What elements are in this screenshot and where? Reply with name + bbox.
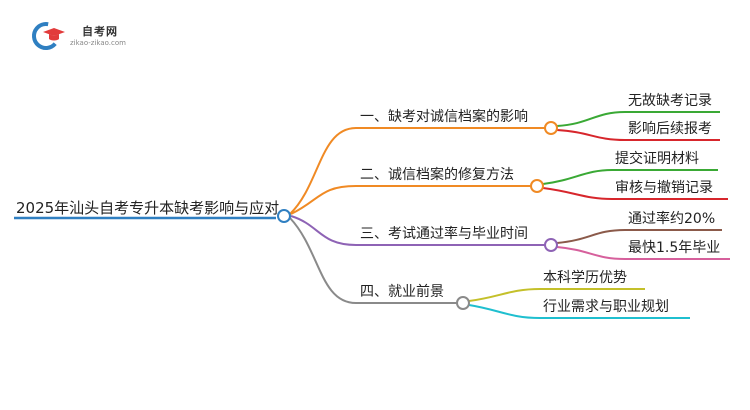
connector-leaf-4-1 bbox=[468, 288, 645, 302]
connector-leaf-3-2 bbox=[556, 246, 730, 260]
connector-leaf-1-2 bbox=[556, 129, 720, 141]
branch-1-node[interactable] bbox=[544, 121, 558, 135]
connector-branch-1 bbox=[289, 127, 357, 215]
connector-branch-3 bbox=[290, 215, 357, 246]
connector-leaf-1-1 bbox=[556, 111, 720, 127]
site-logo[interactable]: 自考网 zikao-zikao.com bbox=[30, 18, 140, 54]
branch-3-node[interactable] bbox=[544, 238, 558, 252]
leaf-topic-1-2[interactable]: 影响后续报考 bbox=[628, 121, 712, 137]
leaf-topic-2-2[interactable]: 审核与撤销记录 bbox=[615, 180, 713, 196]
leaf-topic-3-1[interactable]: 通过率约20% bbox=[628, 211, 716, 227]
logo-url: zikao-zikao.com bbox=[70, 39, 126, 47]
branch-2-node[interactable] bbox=[530, 179, 544, 193]
leaf-topic-2-1[interactable]: 提交证明材料 bbox=[615, 151, 699, 167]
branch-topic-3[interactable]: 三、考试通过率与毕业时间 bbox=[360, 226, 528, 242]
connector-leaf-3-1 bbox=[556, 229, 722, 244]
connector-leaf-2-2 bbox=[542, 187, 728, 200]
leaf-topic-3-2[interactable]: 最快1.5年毕业 bbox=[628, 240, 721, 256]
branch-topic-2[interactable]: 二、诚信档案的修复方法 bbox=[360, 167, 514, 183]
connector-branch-4 bbox=[289, 217, 357, 304]
connector-branch-2 bbox=[290, 185, 357, 215]
leaf-topic-4-2[interactable]: 行业需求与职业规划 bbox=[543, 299, 669, 315]
branch-topic-4[interactable]: 四、就业前景 bbox=[360, 284, 444, 300]
leaf-topic-1-1[interactable]: 无故缺考记录 bbox=[628, 93, 712, 109]
logo-name: 自考网 bbox=[82, 25, 118, 38]
branch-4-node[interactable] bbox=[456, 296, 470, 310]
branch-topic-1[interactable]: 一、缺考对诚信档案的影响 bbox=[360, 109, 528, 125]
connector-leaf-4-2 bbox=[468, 304, 690, 319]
root-topic[interactable]: 2025年汕头自考专升本缺考影响与应对 bbox=[16, 199, 280, 217]
root-node[interactable] bbox=[277, 209, 291, 223]
leaf-topic-4-1[interactable]: 本科学历优势 bbox=[543, 270, 627, 286]
graduation-cap-icon bbox=[32, 22, 65, 50]
connector-leaf-2-1 bbox=[542, 169, 718, 185]
